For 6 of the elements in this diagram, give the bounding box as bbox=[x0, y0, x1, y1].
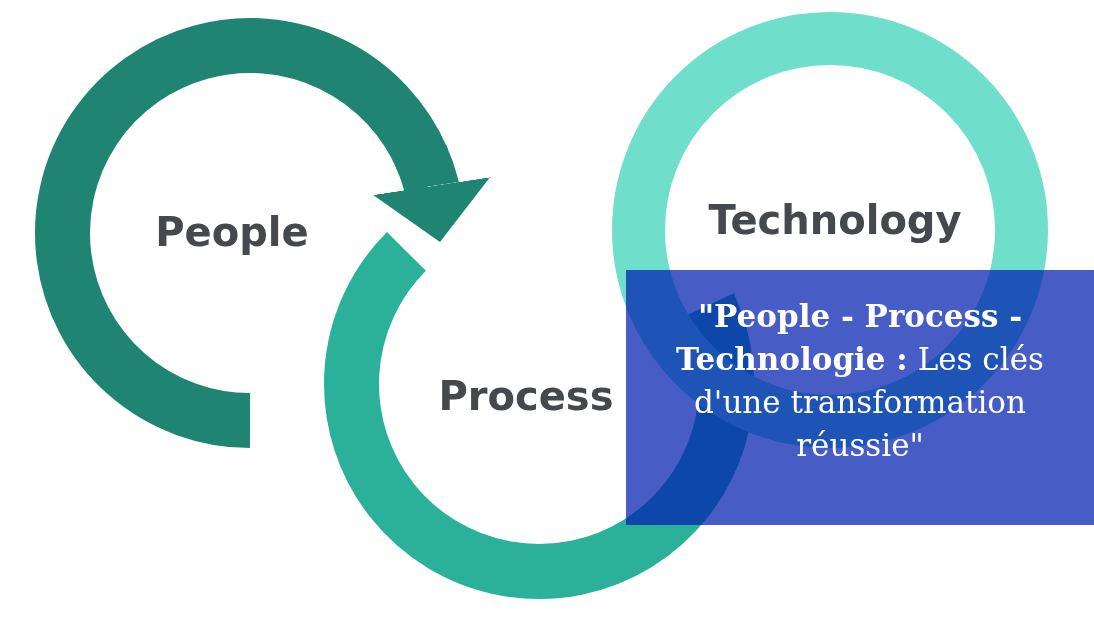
ring-label: People bbox=[155, 209, 309, 255]
curved-arrow bbox=[373, 146, 490, 242]
ring-label: Technology bbox=[708, 197, 962, 243]
quote-text: "People - Process - Technologie : Les clés d'une transformation réussie" bbox=[675, 297, 1045, 465]
ring-label: Process bbox=[438, 373, 614, 419]
quote-banner bbox=[626, 270, 1094, 525]
